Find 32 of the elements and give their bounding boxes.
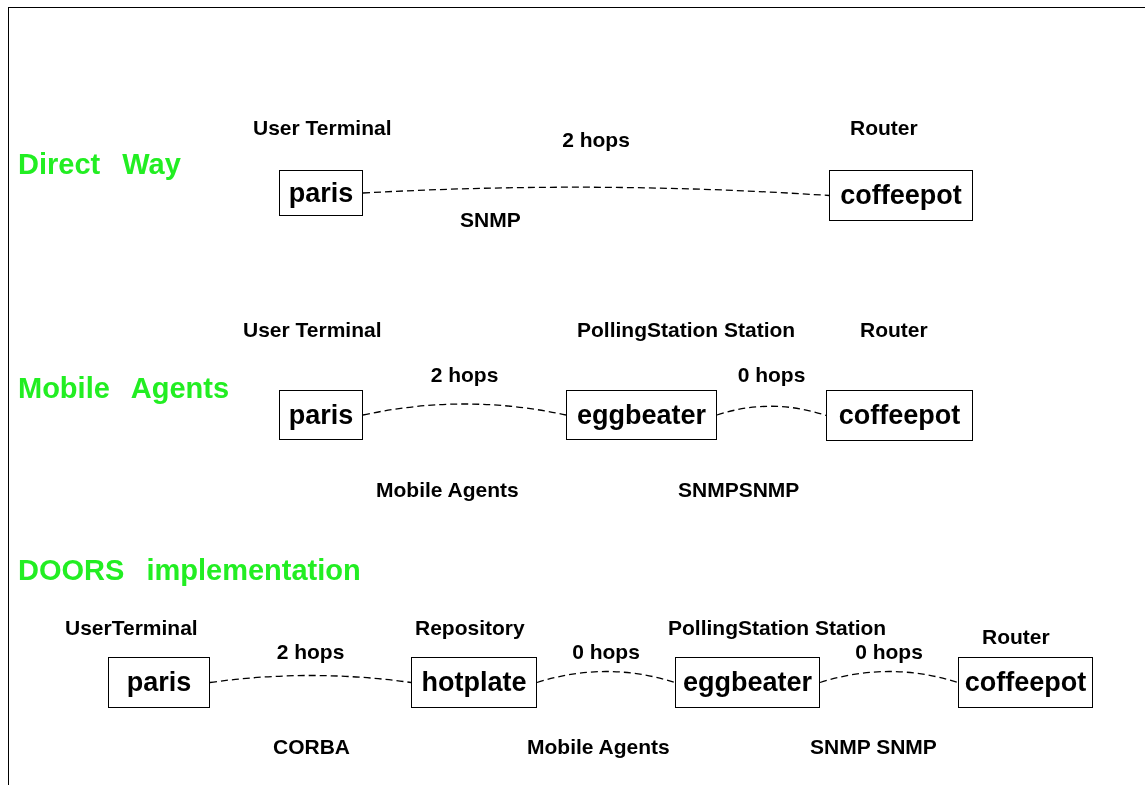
node-heading: User Terminal: [243, 318, 382, 342]
host-box: eggbeater: [675, 657, 820, 708]
host-box: eggbeater: [566, 390, 717, 440]
host-box: hotplate: [411, 657, 537, 708]
protocol-label: SNMP: [460, 208, 521, 232]
node-heading: UserTerminal: [65, 616, 198, 640]
host-box: paris: [279, 170, 363, 216]
node-heading: Router: [982, 625, 1050, 649]
section-title: DOORS implementation: [18, 554, 361, 587]
dashed-connector: [362, 186, 830, 197]
protocol-label: Mobile Agents: [527, 735, 670, 759]
host-box: paris: [108, 657, 210, 708]
host-box: coffeepot: [958, 657, 1093, 708]
host-box: coffeepot: [829, 170, 973, 221]
protocol-label: SNMPSNMP: [678, 478, 800, 502]
node-heading: User Terminal: [253, 116, 392, 140]
protocol-label: Mobile Agents: [376, 478, 519, 502]
dashed-connector: [209, 674, 412, 684]
host-box: paris: [279, 390, 363, 440]
node-heading: Repository: [415, 616, 525, 640]
node-heading: Router: [860, 318, 928, 342]
dashed-connector: [536, 670, 676, 684]
dashed-connector: [819, 670, 959, 684]
section-title: Mobile Agents: [18, 372, 230, 405]
protocol-label: CORBA: [273, 735, 350, 759]
protocol-label: SNMP SNMP: [810, 735, 937, 759]
node-heading: PollingStation Station: [577, 318, 796, 342]
section-title: Direct Way: [18, 148, 181, 181]
host-box: coffeepot: [826, 390, 973, 441]
node-heading: PollingStation Station: [668, 616, 887, 640]
node-heading: Router: [850, 116, 918, 140]
dashed-connector: [362, 403, 567, 416]
